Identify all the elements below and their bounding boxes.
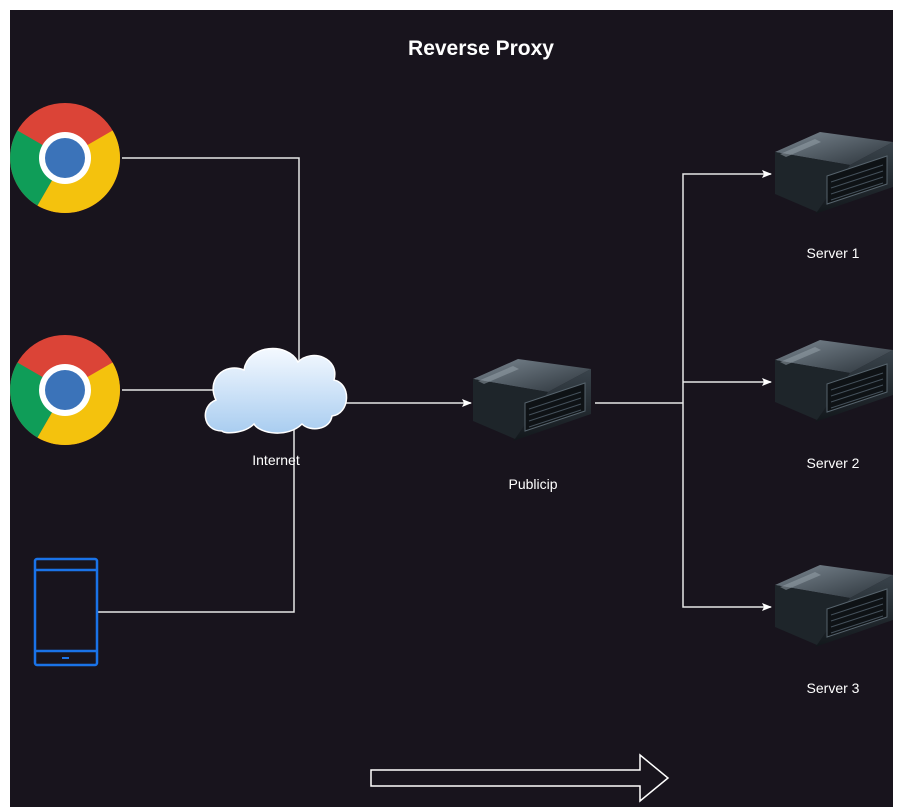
server-3-label: Server 3 — [806, 680, 860, 696]
edge-phone-internet — [98, 400, 295, 613]
proxy-label: Publicip — [508, 476, 558, 492]
cloud-icon[interactable] — [204, 347, 348, 434]
server-1-label: Server 1 — [806, 245, 860, 261]
server-2-label: Server 2 — [806, 455, 860, 471]
edge-proxy-server3 — [682, 403, 772, 611]
connectors — [98, 157, 772, 613]
mobile-phone-icon[interactable] — [33, 557, 99, 667]
chrome-icon[interactable] — [10, 335, 120, 445]
server-icon[interactable] — [774, 564, 893, 648]
edge-browser1-internet — [122, 157, 300, 390]
chrome-icon[interactable] — [10, 103, 120, 213]
diagram-svg — [10, 103, 893, 803]
flow-arrow-icon — [370, 753, 670, 803]
diagram-title: Reverse Proxy — [408, 37, 554, 60]
server-icon[interactable] — [472, 358, 592, 442]
diagram-canvas: Reverse Proxy Internet Publicip Server 1… — [10, 10, 893, 807]
server-icon[interactable] — [774, 339, 893, 423]
edge-proxy-server1 — [682, 170, 772, 403]
server-icon[interactable] — [774, 131, 893, 215]
internet-label: Internet — [252, 452, 300, 468]
